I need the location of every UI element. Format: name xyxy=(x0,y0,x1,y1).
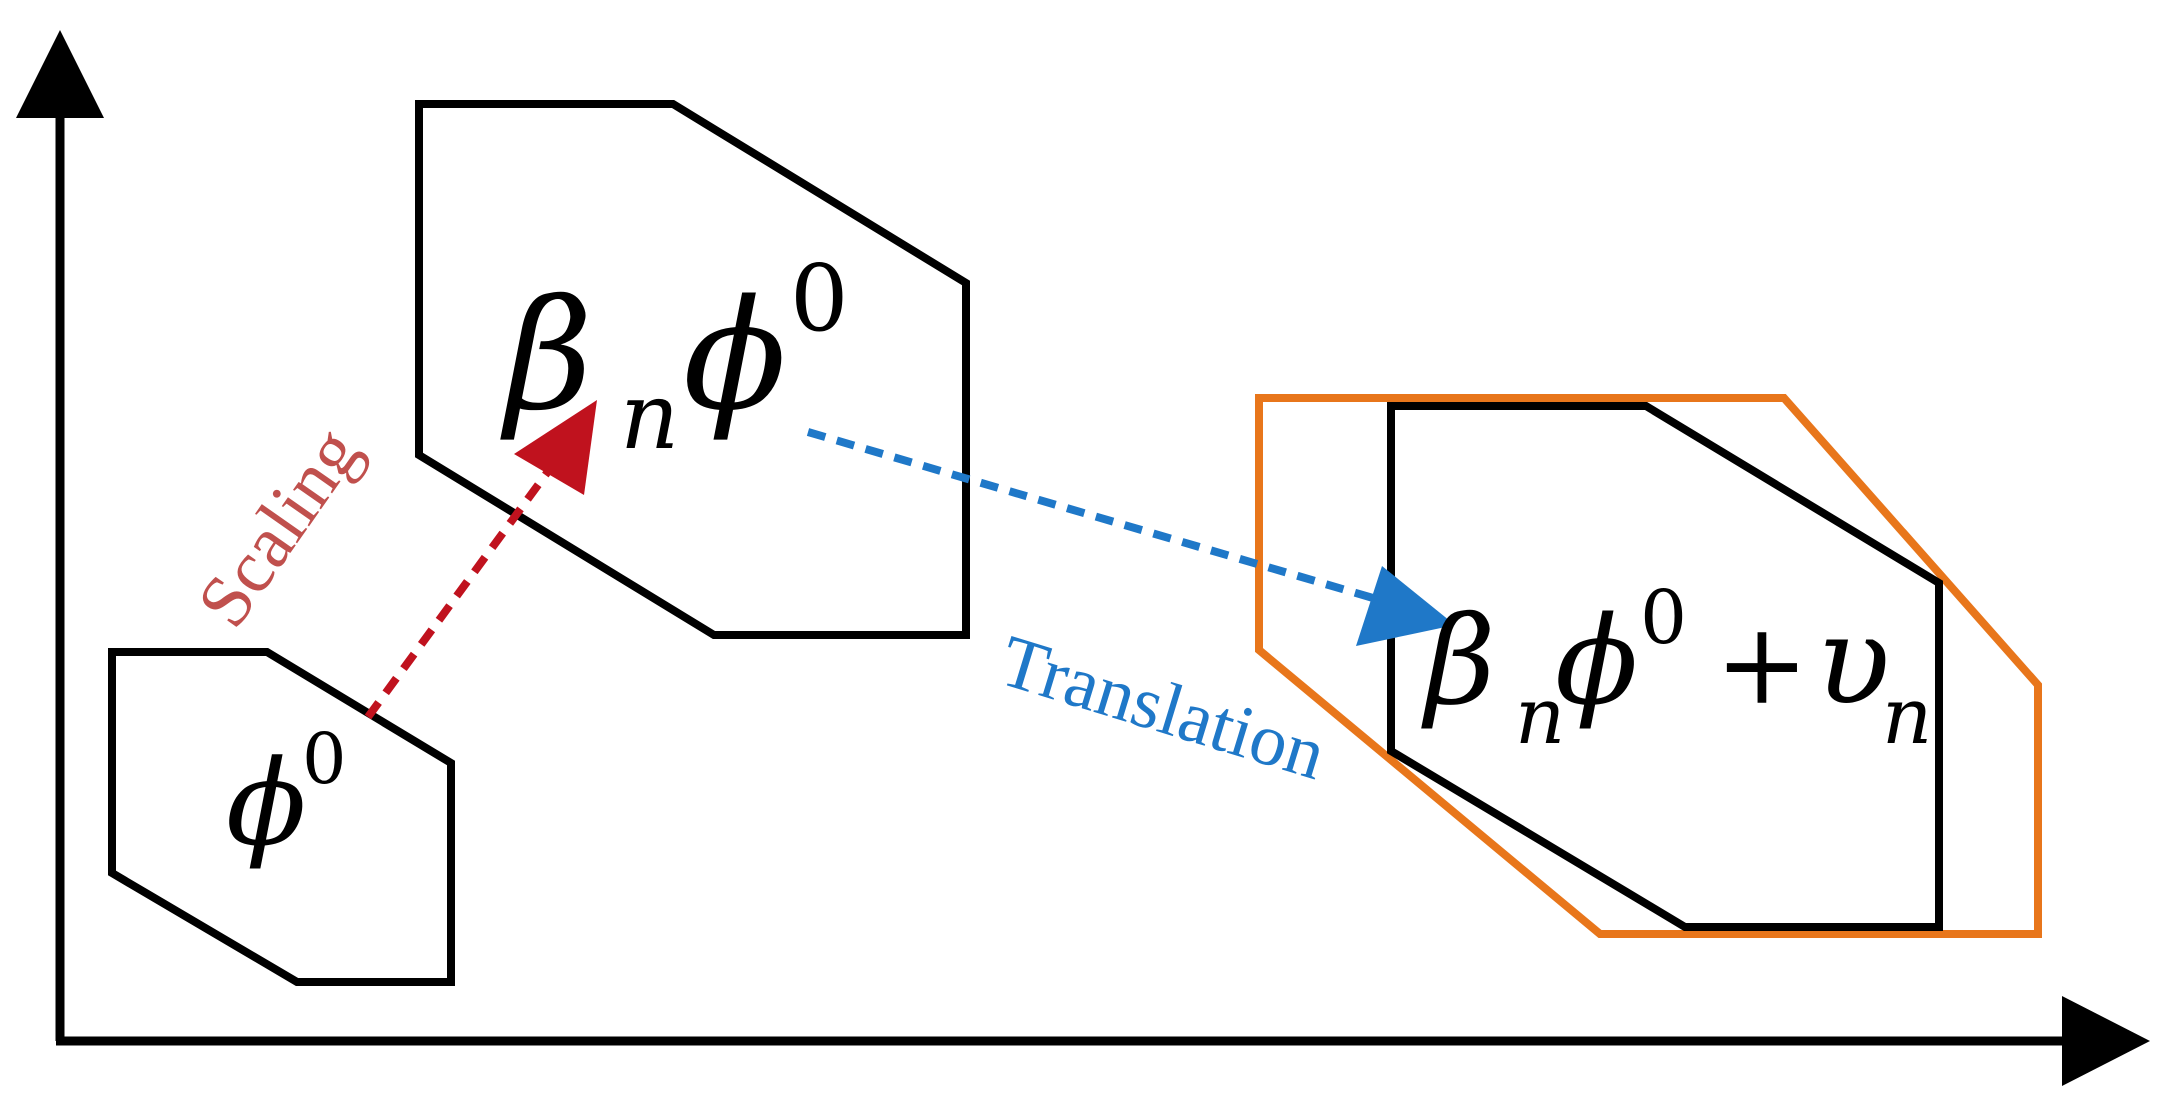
bound-polygon xyxy=(1255,394,2042,938)
label-large-sub2: n xyxy=(1882,672,1932,762)
label-large-plus: + xyxy=(1715,600,1809,730)
scaling-arrow-line xyxy=(364,452,564,720)
label-large-beta: β xyxy=(1421,590,1496,732)
translation-arrowhead xyxy=(1356,566,1455,646)
label-medium-beta: β xyxy=(500,267,593,444)
x-axis-arrowhead xyxy=(2062,996,2150,1086)
label-large-upsilon: υ xyxy=(1816,590,1890,732)
axes xyxy=(16,30,2150,1086)
label-medium-sub: n xyxy=(620,363,679,470)
medium-polygon xyxy=(415,100,970,639)
label-medium: β n ϕ 0 xyxy=(500,245,849,470)
label-small: ϕ 0 xyxy=(226,718,347,872)
large-polygon xyxy=(1387,402,1943,931)
label-large-sub1: n xyxy=(1515,672,1565,762)
scaling-label: Scaling xyxy=(182,413,376,642)
scaling-arrow xyxy=(364,400,597,720)
small-polygon xyxy=(108,648,455,986)
label-small-phi: ϕ xyxy=(226,734,306,872)
label-medium-phi: ϕ xyxy=(683,267,787,444)
translation-arrow xyxy=(806,428,1455,646)
label-large-phi: ϕ xyxy=(1555,590,1638,732)
label-medium-sup: 0 xyxy=(790,245,849,352)
label-large-sup: 0 xyxy=(1640,575,1687,661)
translation-label: Translation xyxy=(991,620,1335,796)
label-small-sup: 0 xyxy=(302,718,347,800)
scaling-arrowhead xyxy=(514,400,597,495)
y-axis-arrowhead xyxy=(16,30,104,118)
label-large: β n ϕ 0 + υ n xyxy=(1421,575,1932,762)
translation-arrow-line xyxy=(806,428,1392,607)
